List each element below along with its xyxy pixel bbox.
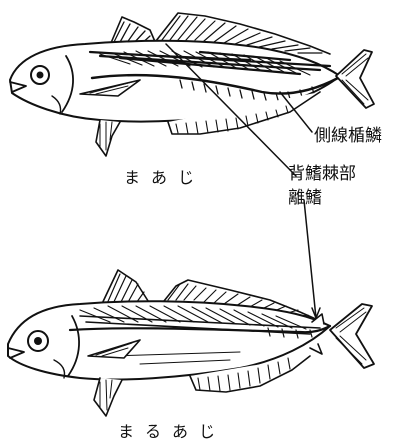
lower-caudal-fin [330,304,374,368]
lower-anal-finlet [310,344,322,354]
caption-upper-fish: まあじ [124,168,205,188]
caption-lower-fish: まるあじ [118,422,226,442]
lower-fish [8,270,374,416]
label-finlet: 離鰭 [288,188,322,208]
label-dorsal-fin-spine: 背鰭棘部 [288,164,356,184]
lower-pelvic-fin [94,378,122,416]
upper-caudal-fin [336,50,374,108]
leader-line-finlet [304,200,316,318]
label-lateral-line-scutes: 側線楯鱗 [314,126,382,146]
